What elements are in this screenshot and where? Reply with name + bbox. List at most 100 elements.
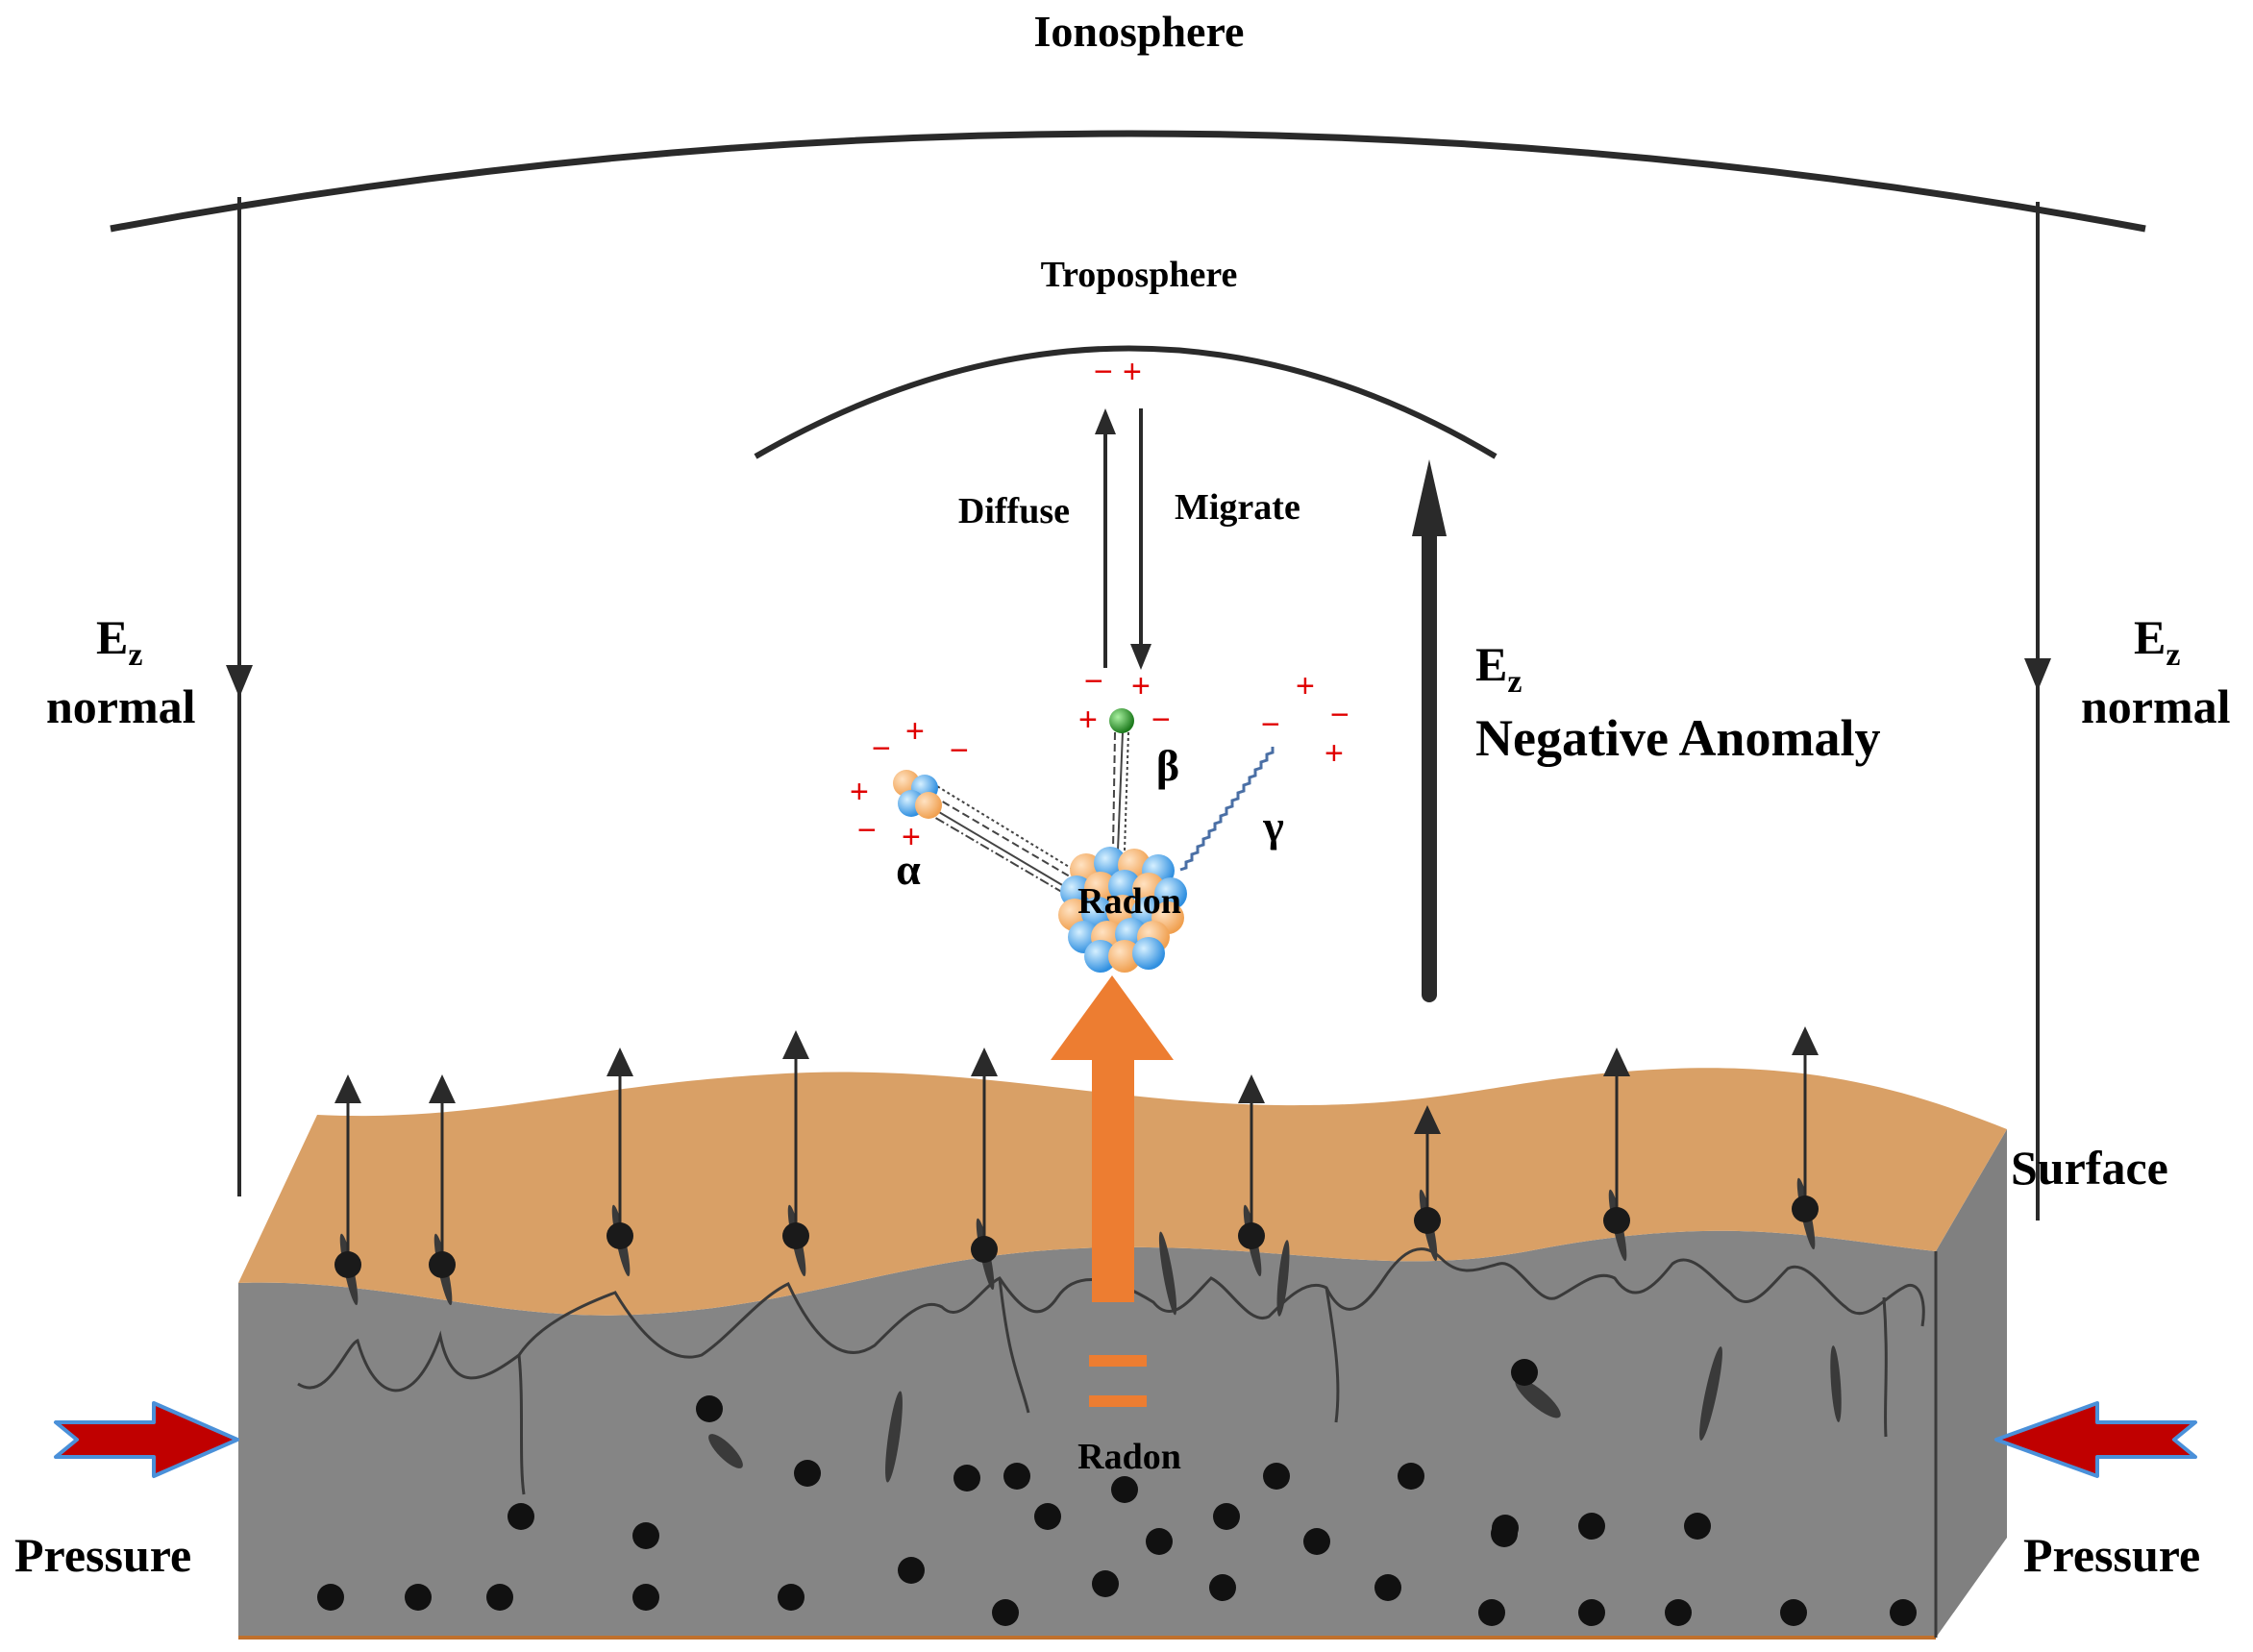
deep-particle — [1684, 1513, 1711, 1540]
svg-text:−: − — [1261, 706, 1280, 743]
crack-branch — [998, 1277, 1030, 1414]
deep-particle — [1209, 1574, 1236, 1601]
deep-particle — [1034, 1503, 1061, 1530]
diffuse-label: Diffuse — [958, 491, 1070, 531]
surface-particle — [429, 1074, 456, 1306]
surface-particle — [1238, 1074, 1265, 1277]
ez-normal-left-symbol: Ez — [96, 610, 142, 673]
pressure-arrow-right — [1994, 1401, 2197, 1478]
ez-anomaly-arrow — [1412, 459, 1447, 1002]
ez-anomaly-label: Negative Anomaly — [1475, 709, 1880, 767]
svg-text:−: − — [1330, 697, 1349, 733]
svg-text:+: + — [1325, 735, 1344, 772]
surface-particle — [607, 1048, 633, 1277]
deep-particle — [1213, 1503, 1240, 1530]
ionosphere-arc — [110, 130, 2146, 233]
deep-particle — [794, 1460, 821, 1487]
deep-particle — [1374, 1574, 1401, 1601]
ez-normal-right-symbol: Ez — [2134, 610, 2180, 673]
troposphere-label: Troposphere — [1041, 255, 1238, 295]
deep-particle — [1511, 1359, 1538, 1386]
svg-text:+: + — [905, 713, 925, 750]
gamma-label: γ — [1262, 801, 1284, 851]
ion-sign: − — [1094, 354, 1113, 390]
diffuse-arrow — [1095, 408, 1116, 668]
deep-particle — [1665, 1599, 1692, 1626]
svg-text:+: + — [1296, 668, 1315, 704]
deep-particle — [1146, 1528, 1173, 1555]
alpha-particle — [893, 770, 942, 819]
surface-particle — [334, 1074, 361, 1306]
crack-slivers — [708, 1231, 1842, 1483]
svg-text:−: − — [950, 732, 969, 769]
surface-particle — [782, 1030, 809, 1277]
deep-particle — [1111, 1476, 1138, 1503]
deep-particle — [1263, 1463, 1290, 1490]
alpha-label: α — [896, 845, 921, 894]
deep-particles — [317, 1359, 1917, 1626]
deep-particle — [1092, 1570, 1119, 1597]
deep-particle — [1578, 1599, 1605, 1626]
svg-text:−: − — [1084, 663, 1103, 700]
pressure-left-label: Pressure — [14, 1528, 191, 1582]
deep-particle — [632, 1522, 659, 1549]
ez-normal-left-line — [226, 197, 253, 1196]
charge-signs: − + − + − + − + + − + − − + — [850, 663, 1349, 855]
surface-particles — [334, 1026, 1819, 1306]
ion-sign: + — [1123, 354, 1142, 390]
crack-network — [297, 1247, 1925, 1393]
migrate-label: Migrate — [1175, 487, 1300, 528]
radon-atom-label: Radon — [1077, 881, 1181, 922]
svg-text:−: − — [872, 730, 891, 767]
deep-particle — [1398, 1463, 1424, 1490]
migrate-arrow — [1130, 408, 1151, 670]
beta-particle — [1109, 708, 1134, 733]
svg-text:+: + — [902, 819, 921, 855]
deep-particle — [953, 1465, 980, 1492]
surface-particle — [971, 1048, 998, 1291]
deep-particle — [1303, 1528, 1330, 1555]
deep-particle — [317, 1584, 344, 1611]
deep-particle — [1492, 1515, 1519, 1541]
deep-particle — [405, 1584, 432, 1611]
troposphere-arc — [754, 345, 1498, 459]
ground-side-face — [1936, 1129, 2007, 1638]
ionosphere-label: Ionosphere — [1034, 7, 1245, 56]
surface-particle — [1792, 1026, 1819, 1250]
pressure-right-label: Pressure — [2023, 1528, 2200, 1582]
svg-text:+: + — [850, 774, 869, 810]
pressure-arrow-left — [54, 1401, 239, 1478]
deep-particle — [632, 1584, 659, 1611]
ez-normal-right-line — [2024, 202, 2051, 1221]
radon-atom — [1058, 847, 1187, 973]
svg-text:−: − — [1151, 702, 1171, 738]
crack-branch — [1325, 1287, 1340, 1423]
svg-text:−: − — [857, 812, 877, 849]
surface-label: Surface — [2011, 1141, 2168, 1195]
deep-particle — [1890, 1599, 1917, 1626]
deep-particle — [1578, 1513, 1605, 1540]
alpha-radiation-lines — [917, 779, 1079, 895]
ez-anomaly-symbol: Ez — [1475, 637, 1522, 700]
radon-ground-label: Radon — [1077, 1437, 1181, 1477]
deep-particle — [992, 1599, 1019, 1626]
ez-normal-left-label: normal — [46, 679, 196, 733]
deep-particle — [1780, 1599, 1807, 1626]
surface-particle — [1414, 1105, 1441, 1262]
svg-text:+: + — [1078, 702, 1098, 738]
deep-particle — [1478, 1599, 1505, 1626]
beta-radiation-lines — [1112, 731, 1129, 851]
ez-normal-right-label: normal — [2081, 679, 2231, 733]
crack-branch — [1882, 1296, 1888, 1438]
gamma-ray — [1179, 747, 1275, 872]
deep-particle — [508, 1503, 534, 1530]
deep-particle — [486, 1584, 513, 1611]
deep-particle — [696, 1395, 723, 1422]
surface-particle — [1603, 1048, 1630, 1262]
beta-label: β — [1156, 741, 1179, 790]
svg-text:+: + — [1131, 668, 1151, 704]
deep-particle — [1003, 1463, 1030, 1490]
crack-branch — [517, 1354, 526, 1495]
radon-emission-arrow — [1051, 975, 1174, 1407]
